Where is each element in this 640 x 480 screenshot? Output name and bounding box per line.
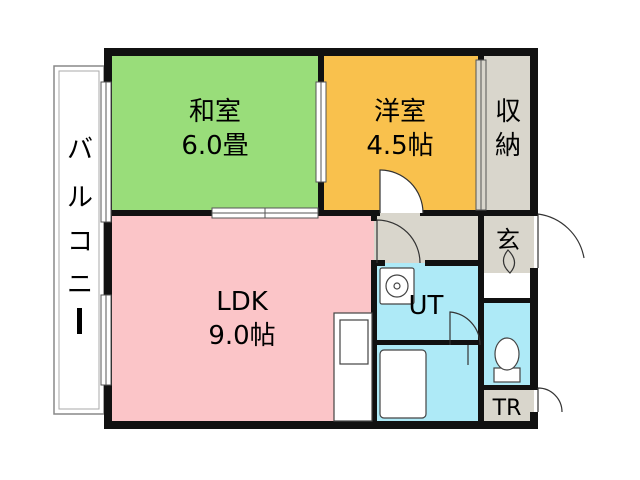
fixtures <box>333 267 521 422</box>
storage-label-1: 収 <box>495 97 521 127</box>
toilet-label: TR <box>492 396 522 421</box>
room-toilet <box>482 388 534 425</box>
entrance-label: 玄 <box>496 226 520 254</box>
washitsu-size: 6.0畳 <box>181 131 248 161</box>
youshitsu-size: 4.5帖 <box>366 131 433 161</box>
doors <box>376 169 585 413</box>
sink-basin <box>385 274 409 298</box>
storage-label-2: 納 <box>495 131 521 161</box>
bathtub <box>379 349 427 419</box>
windows <box>100 59 487 386</box>
balcony: バ ル コ ニ ー <box>53 65 105 415</box>
room-washitsu <box>108 52 322 213</box>
balcony-char-5-dash <box>77 308 82 334</box>
balcony-char-1: バ <box>67 135 93 165</box>
balcony-char-4: ニ <box>67 270 93 300</box>
utility-label: UT <box>409 291 444 321</box>
room-hall <box>374 213 482 263</box>
balcony-char-2: ル <box>67 183 93 213</box>
labels: 和室 6.0畳 洋室 4.5帖 収 納 LDK 9.0帖 玄 UT TR <box>181 97 521 421</box>
kitchen-sink <box>339 319 369 365</box>
youshitsu-name: 洋室 <box>374 97 426 127</box>
room-entrance <box>482 213 534 273</box>
ldk-name: LDK <box>216 287 269 317</box>
step-white <box>482 273 534 300</box>
balcony-char-3: コ <box>67 227 93 257</box>
room-ldk <box>108 213 374 425</box>
ldk-size: 9.0帖 <box>208 321 275 351</box>
washitsu-name: 和室 <box>189 97 241 127</box>
room-storage <box>482 52 534 213</box>
toilet-bowl <box>494 337 520 371</box>
